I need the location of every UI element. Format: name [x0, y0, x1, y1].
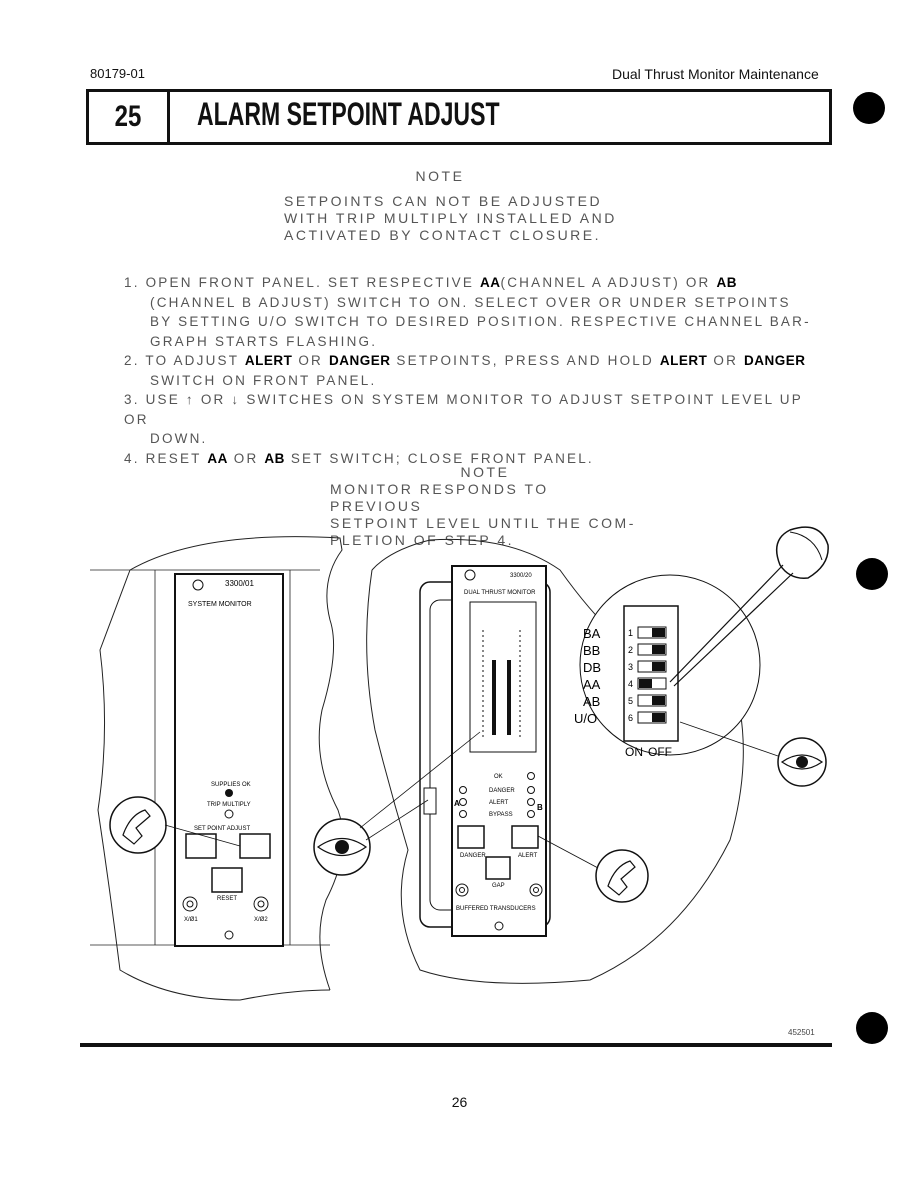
switch-label: DB — [583, 660, 601, 675]
switch-bank-detail: BA BB DB AA AB U/O 1 2 3 4 5 6 ON OFF — [574, 574, 761, 759]
switch-number: 4 — [628, 679, 633, 689]
switch-number: 2 — [628, 645, 633, 655]
step-line: BY SETTING U/O SWITCH TO DESIRED POSITIO… — [150, 314, 811, 329]
procedure-step: 3. USE ↑ OR ↓ SWITCHES ON SYSTEM MONITOR… — [124, 390, 824, 449]
eye-view-icon — [313, 731, 481, 876]
keyword: AA — [480, 275, 501, 290]
sm-supplies-ok: SUPPLIES OK — [211, 782, 251, 788]
eye-view-icon-right — [679, 721, 827, 787]
up-button — [185, 833, 217, 859]
procedure-step: 2. TO ADJUST ALERT OR DANGER SETPOINTS, … — [124, 351, 824, 390]
reset-button — [211, 867, 243, 893]
document-number: 80179-01 — [90, 66, 145, 81]
dtm-chan-a: A — [454, 799, 460, 808]
switch-label: U/O — [574, 711, 597, 726]
sm-model: 3300/01 — [225, 579, 254, 588]
footer-rule — [80, 1043, 832, 1047]
dtm-name: DUAL THRUST MONITOR — [464, 590, 536, 596]
switch-on-label: ON — [625, 745, 643, 759]
down-button — [239, 833, 271, 859]
screwdriver-icon — [669, 526, 829, 687]
keyword: AB — [264, 450, 285, 466]
keyword: ALERT — [244, 353, 293, 368]
dtm-danger-btn: DANGER — [460, 853, 486, 859]
hand-press-icon-right — [537, 835, 649, 903]
page-number: 26 — [451, 1094, 468, 1110]
note-line: WITH TRIP MULTIPLY INSTALLED AND — [284, 210, 617, 226]
step-line: 2. TO ADJUST ALERT OR DANGER SETPOINTS, … — [124, 353, 806, 368]
sm-set-point-adjust: SET POINT ADJUST — [194, 826, 250, 832]
section-divider — [167, 92, 170, 142]
switch-label: AA — [583, 677, 601, 692]
section-title: ALARM SETPOINT ADJUST — [197, 96, 500, 132]
danger-button — [457, 825, 485, 849]
procedure-steps: 1. OPEN FRONT PANEL. SET RESPECTIVE AA(C… — [124, 273, 824, 468]
dtm-alert-btn: ALERT — [518, 853, 538, 859]
dtm-model: 3300/20 — [510, 573, 532, 579]
switch-label: BB — [583, 643, 600, 658]
punch-hole-top — [853, 92, 885, 124]
step-line: GRAPH STARTS FLASHING. — [150, 333, 378, 349]
punch-hole-middle — [856, 558, 888, 590]
gap-button — [485, 856, 511, 880]
hand-press-icon — [109, 796, 241, 854]
document-title: Dual Thrust Monitor Maintenance — [612, 66, 819, 82]
system-monitor-panel: 3300/01 SYSTEM MONITOR SUPPLIES OK TRIP … — [174, 573, 284, 947]
procedure-step: 4. RESET AA OR AB SET SWITCH; CLOSE FRON… — [124, 449, 824, 469]
switch-label: AB — [583, 694, 600, 709]
step-line: 3. USE ↑ OR ↓ SWITCHES ON SYSTEM MONITOR… — [124, 392, 803, 427]
dtm-buffered: BUFFERED TRANSDUCERS — [456, 906, 536, 912]
keyword: DANGER — [328, 353, 391, 368]
switch-number: 5 — [628, 696, 633, 706]
keyword: ALERT — [659, 353, 708, 368]
dtm-bypass: BYPASS — [489, 812, 513, 818]
sm-reset: RESET — [217, 896, 237, 902]
keyword: DANGER — [743, 353, 806, 368]
dtm-gap: GAP — [492, 883, 505, 889]
step-line: (CHANNEL B ADJUST) SWITCH TO ON. SELECT … — [150, 294, 791, 310]
alert-button — [511, 825, 539, 849]
dtm-danger: DANGER — [489, 788, 515, 794]
sm-left-conn: X/Ø1 — [184, 917, 198, 923]
dtm-chan-b: B — [537, 803, 543, 812]
switch-off-label: OFF — [648, 745, 672, 759]
sm-name: SYSTEM MONITOR — [188, 601, 252, 608]
note-monitor-response: NOTE MONITOR RESPONDS TO PREVIOUS SETPOI… — [330, 464, 640, 549]
section-number: 25 — [114, 100, 142, 133]
step-line: 4. RESET AA OR AB SET SWITCH; CLOSE FRON… — [124, 450, 594, 466]
note-line: ACTIVATED BY CONTACT CLOSURE. — [284, 227, 602, 243]
section-header: 25 ALARM SETPOINT ADJUST — [86, 89, 832, 145]
switch-number: 6 — [628, 713, 633, 723]
note-heading: NOTE — [415, 168, 465, 184]
dtm-alert: ALERT — [489, 800, 509, 806]
switch-label: BA — [583, 626, 601, 641]
dual-thrust-monitor-panel: 3300/20 DUAL THRUST MONITOR OK DANGER AL… — [423, 565, 547, 937]
keyword: AB — [716, 275, 737, 290]
step-line: SWITCH ON FRONT PANEL. — [150, 372, 377, 388]
procedure-step: 1. OPEN FRONT PANEL. SET RESPECTIVE AA(C… — [124, 273, 824, 351]
setpoint-adjust-figure: 3300/01 SYSTEM MONITOR SUPPLIES OK TRIP … — [90, 526, 829, 1001]
dtm-ok: OK — [494, 774, 503, 780]
keyword: AA — [207, 450, 228, 466]
note-line: SETPOINTS CAN NOT BE ADJUSTED — [284, 193, 603, 209]
note-setpoints: NOTE SETPOINTS CAN NOT BE ADJUSTED WITH … — [260, 168, 620, 244]
note-line: PLETION OF STEP 4. — [330, 532, 515, 548]
step-line: DOWN. — [150, 431, 208, 446]
switch-number: 1 — [628, 628, 633, 638]
sm-trip-multiply: TRIP MULTIPLY — [207, 802, 251, 808]
switch-number: 3 — [628, 662, 633, 672]
punch-hole-bottom — [856, 1012, 888, 1044]
sm-right-conn: X/Ø2 — [254, 917, 268, 923]
step-line: 1. OPEN FRONT PANEL. SET RESPECTIVE AA(C… — [124, 275, 737, 290]
note-heading: NOTE — [460, 464, 510, 480]
figure-id: 452501 — [788, 1028, 815, 1037]
note-line: MONITOR RESPONDS TO PREVIOUS — [330, 481, 549, 514]
note-line: SETPOINT LEVEL UNTIL THE COM- — [330, 515, 636, 531]
